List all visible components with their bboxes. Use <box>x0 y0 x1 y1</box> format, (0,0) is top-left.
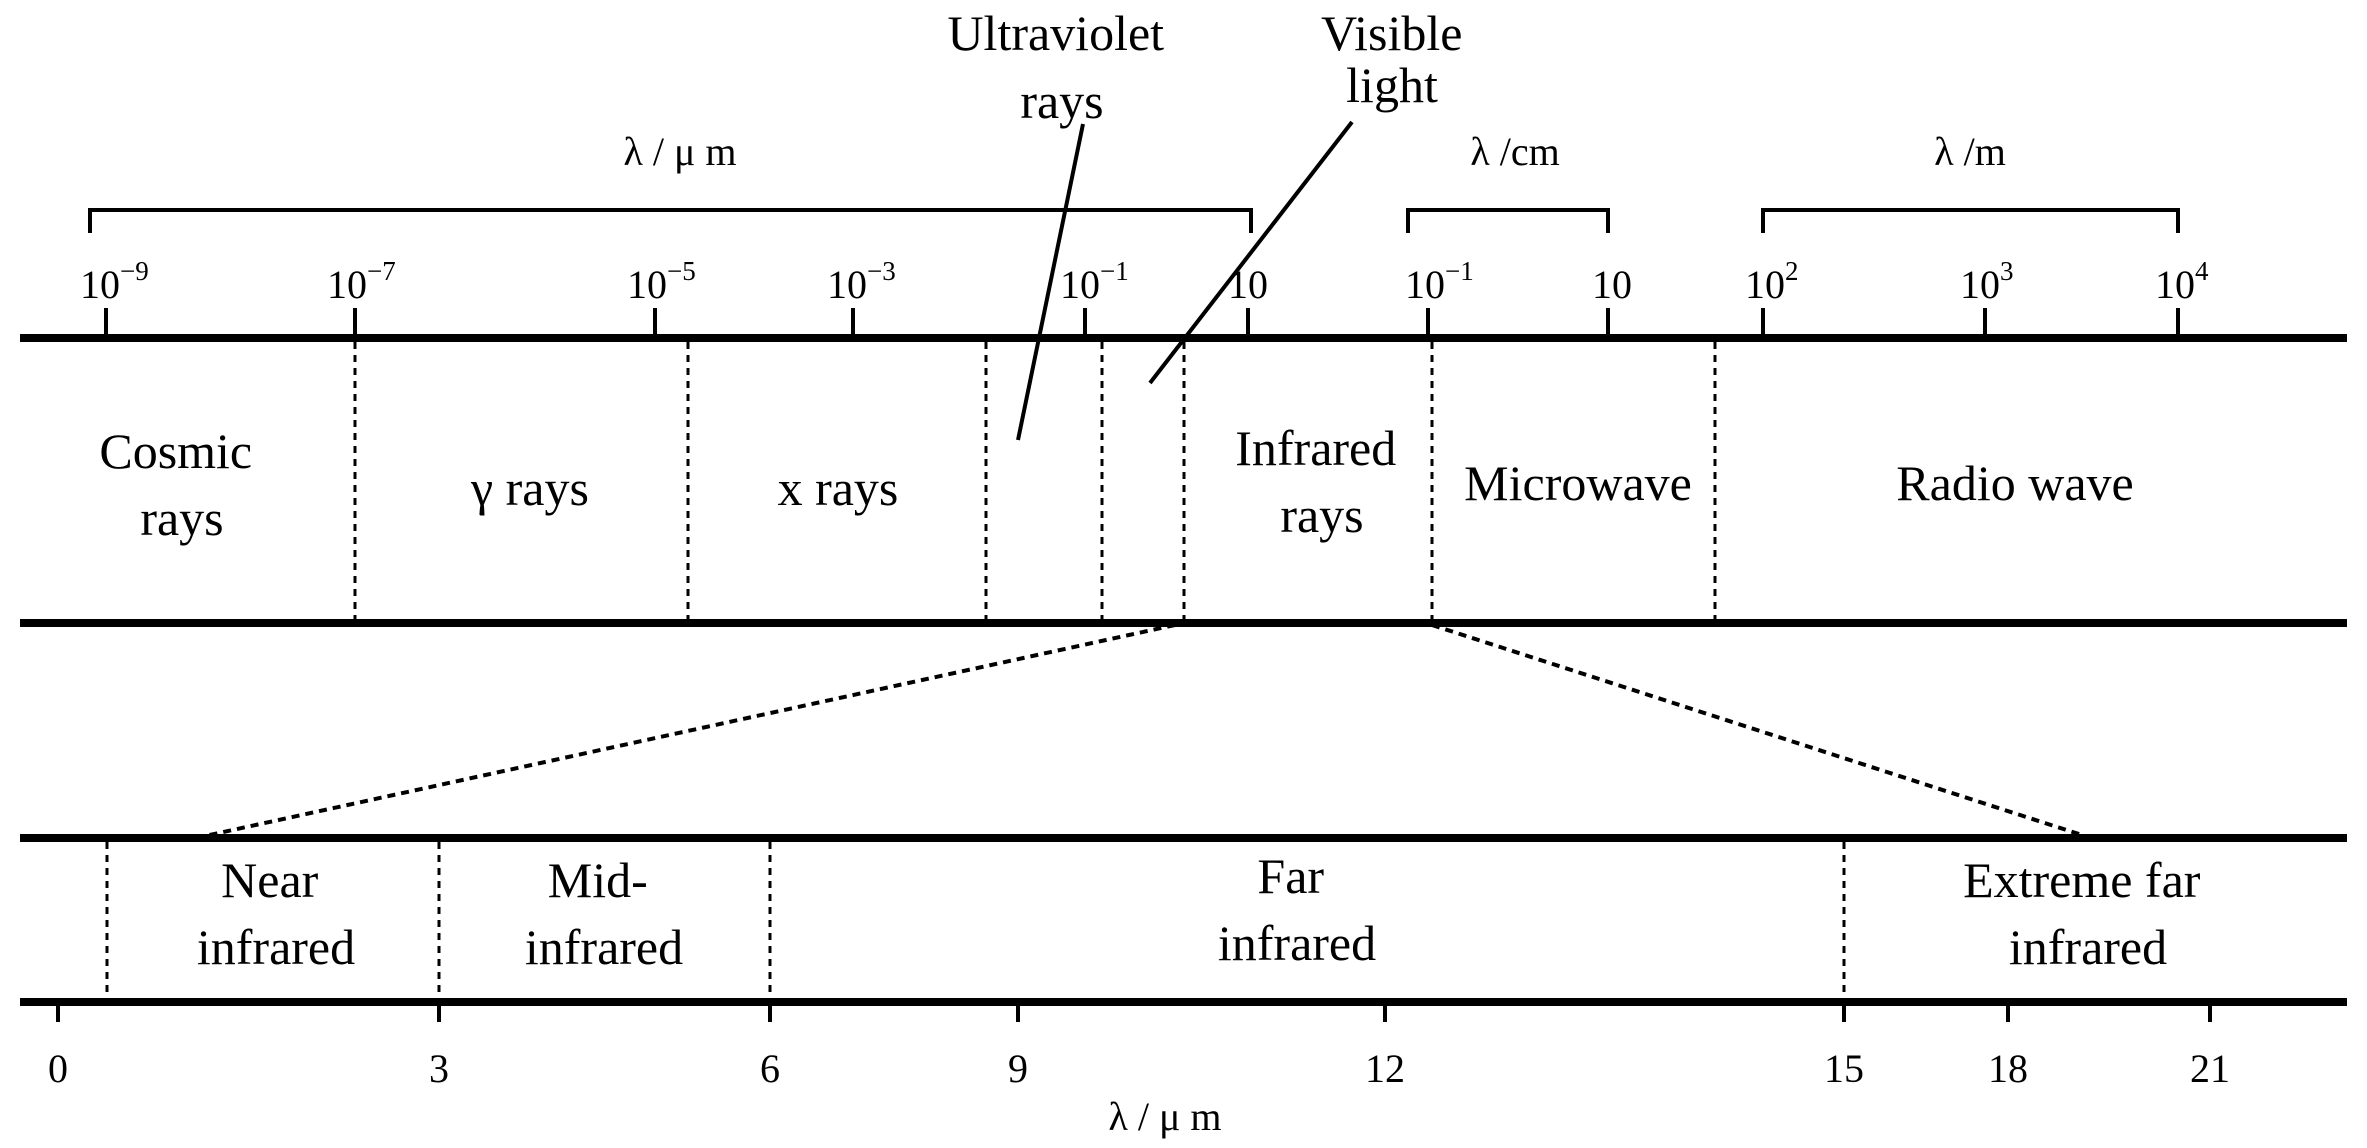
region-label-x-rays: x rays <box>778 460 899 516</box>
tick-label-1e2-m: 102 <box>1745 256 1799 307</box>
bracket-meter <box>1761 208 2180 233</box>
tick-label-1e-5: 10−5 <box>627 256 696 307</box>
unit-label-centimeter: λ /cm <box>1470 129 1559 174</box>
infrared-axis-tick-label: 0 <box>48 1046 68 1091</box>
infrared-axis-tick-label: 6 <box>760 1046 780 1091</box>
infrared-axis-tick-label: 3 <box>429 1046 449 1091</box>
tick-label-10-um: 10 <box>1228 262 1268 307</box>
region-label-near-infrared: Near infrared <box>197 852 355 975</box>
infrared-axis-tick-label: 18 <box>1988 1046 2028 1091</box>
region-label-far-infrared: Far infrared <box>1218 848 1376 971</box>
tick-label-1e-3: 10−3 <box>827 256 896 307</box>
infrared-axis-ticks: 0 3 6 9 12 15 18 21 <box>48 1004 2230 1091</box>
callout-line-ultraviolet <box>1016 123 1085 441</box>
infrared-axis-tick-label: 15 <box>1824 1046 1864 1091</box>
bracket-centimeter <box>1406 208 1610 233</box>
callout-line-visible <box>1148 120 1354 385</box>
infrared-axis-label: λ / μ m <box>1108 1094 1221 1139</box>
region-label-extreme-far-infrared: Extreme far infrared <box>1963 852 2213 975</box>
tick-label-1e3-m: 103 <box>1960 256 2014 307</box>
region-label-infrared-rays: Infrared rays <box>1235 420 1409 543</box>
unit-label-micrometer: λ / μ m <box>623 129 736 174</box>
tick-label-1e-1-um: 10−1 <box>1060 256 1129 307</box>
infrared-region-dividers <box>105 842 1846 1000</box>
infrared-axis-tick-label: 9 <box>1008 1046 1028 1091</box>
tick-label-1e4-m: 104 <box>2155 256 2209 307</box>
infrared-axis-tick-label: 21 <box>2190 1046 2230 1091</box>
tick-label-1e-7: 10−7 <box>327 256 396 307</box>
bracket-micrometer <box>88 208 1253 233</box>
region-label-microwave: Microwave <box>1464 455 1692 511</box>
top-tick-marks <box>104 308 2180 336</box>
zoom-connector-lines <box>204 623 2086 838</box>
region-label-mid-infrared: Mid- infrared <box>525 852 683 975</box>
infrared-axis-tick-label: 12 <box>1365 1046 1405 1091</box>
tick-label-1e-1-cm: 10−1 <box>1405 256 1474 307</box>
unit-label-meter: λ /m <box>1934 129 2006 174</box>
region-label-gamma-rays: γ rays <box>470 460 589 516</box>
tick-label-10-cm: 10 <box>1592 262 1632 307</box>
region-label-radio-wave: Radio wave <box>1896 455 2133 511</box>
region-label-cosmic-rays: Cosmic rays <box>99 423 264 546</box>
callout-label-visible-light: Visible light <box>1321 5 1475 113</box>
tick-label-1e-9: 10−9 <box>80 256 149 307</box>
callout-label-ultraviolet-rays: Ultraviolet rays <box>947 5 1176 129</box>
